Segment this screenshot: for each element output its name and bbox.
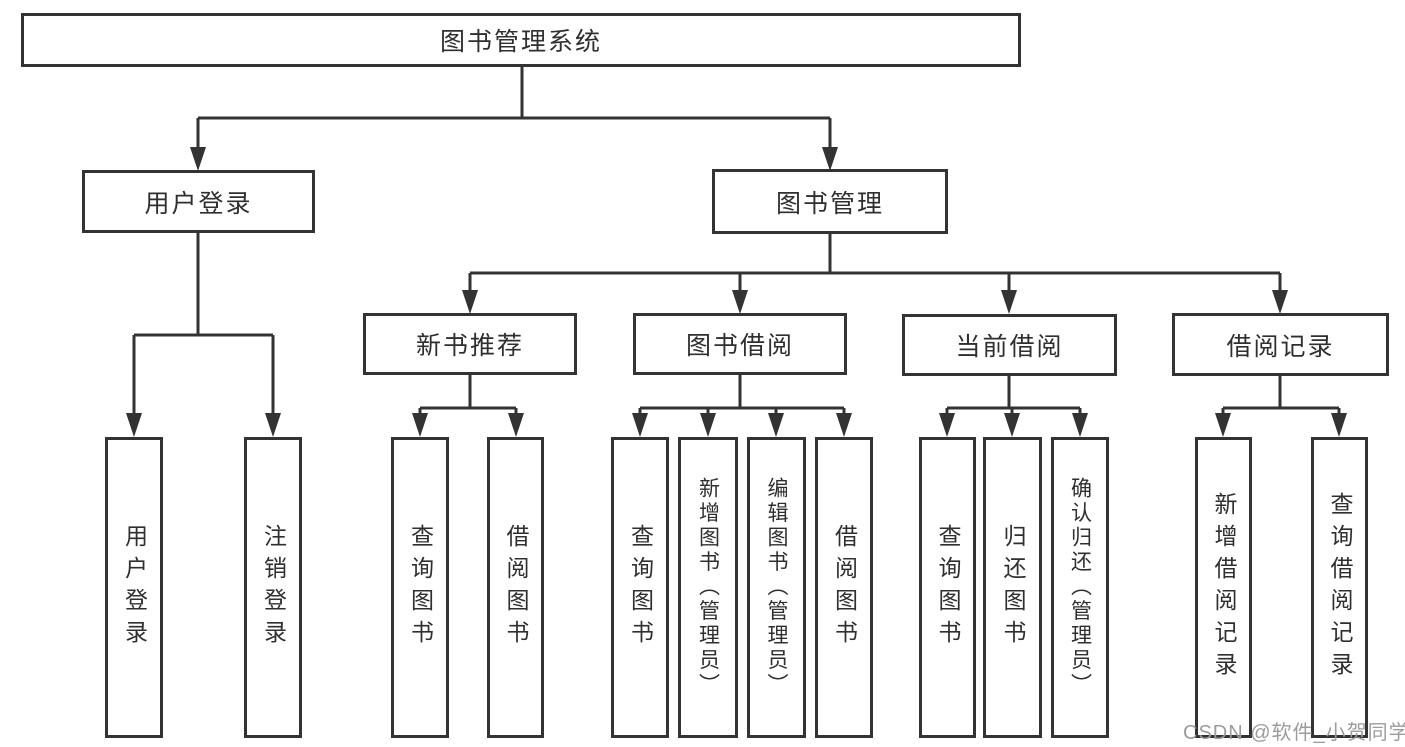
arrow-down-icon (190, 147, 206, 171)
connector-book-management-to-level3 (462, 234, 1288, 314)
node-book-management: 图书管理 (712, 169, 948, 234)
node-user-login: 用户登录 (82, 170, 315, 233)
arrow-down-icon (1001, 290, 1017, 314)
arrow-down-icon (1004, 413, 1020, 437)
arrow-down-icon (1072, 413, 1088, 437)
leaf-borrow-book-recommend: 借阅图书 (487, 437, 544, 738)
csdn-watermark: CSDN @软件_小贺同学 (1183, 722, 1405, 744)
arrow-down-icon (462, 290, 478, 314)
leaf-user-login: 用户登录 (105, 437, 163, 738)
node-borrow-records: 借阅记录 (1172, 313, 1389, 376)
leaf-add-borrow-record: 新增借阅记录 (1195, 437, 1252, 738)
node-book-borrow: 图书借阅 (633, 313, 847, 375)
arrow-down-icon (768, 413, 784, 437)
arrow-down-icon (265, 413, 281, 437)
leaf-return-book: 归还图书 (983, 437, 1042, 738)
connector-current-borrow-to-children (939, 376, 1088, 437)
arrow-down-icon (732, 290, 748, 314)
arrow-down-icon (412, 413, 428, 437)
connector-book-borrow-to-children (632, 375, 852, 437)
leaf-borrow-book: 借阅图书 (815, 437, 873, 738)
arrow-down-icon (939, 413, 955, 437)
arrow-down-icon (836, 413, 852, 437)
leaf-edit-book-admin: 编辑图书（管理员） (747, 437, 806, 738)
leaf-query-book-borrow: 查询图书 (611, 437, 669, 738)
leaf-confirm-return-admin: 确认归还（管理员） (1051, 437, 1109, 738)
arrow-down-icon (1331, 413, 1347, 437)
node-current-borrow: 当前借阅 (902, 314, 1117, 376)
connector-root-to-level2 (190, 67, 838, 171)
arrow-down-icon (1272, 290, 1288, 314)
leaf-query-book-recommend: 查询图书 (391, 437, 449, 738)
leaf-add-book-admin: 新增图书（管理员） (678, 437, 738, 738)
node-library-management-system: 图书管理系统 (21, 13, 1021, 67)
leaf-query-book-current: 查询图书 (919, 437, 976, 738)
arrow-down-icon (1215, 413, 1231, 437)
arrow-down-icon (632, 413, 648, 437)
arrow-down-icon (126, 413, 142, 437)
leaf-query-borrow-record: 查询借阅记录 (1311, 437, 1368, 738)
connector-user-login-to-children (126, 233, 281, 437)
arrow-down-icon (700, 413, 716, 437)
node-new-book-recommend: 新书推荐 (363, 313, 577, 375)
arrow-down-icon (822, 147, 838, 171)
leaf-logout: 注销登录 (244, 437, 302, 738)
connector-new-book-recommend-to-children (412, 375, 524, 437)
connector-borrow-records-to-children (1215, 376, 1347, 437)
arrow-down-icon (508, 413, 524, 437)
